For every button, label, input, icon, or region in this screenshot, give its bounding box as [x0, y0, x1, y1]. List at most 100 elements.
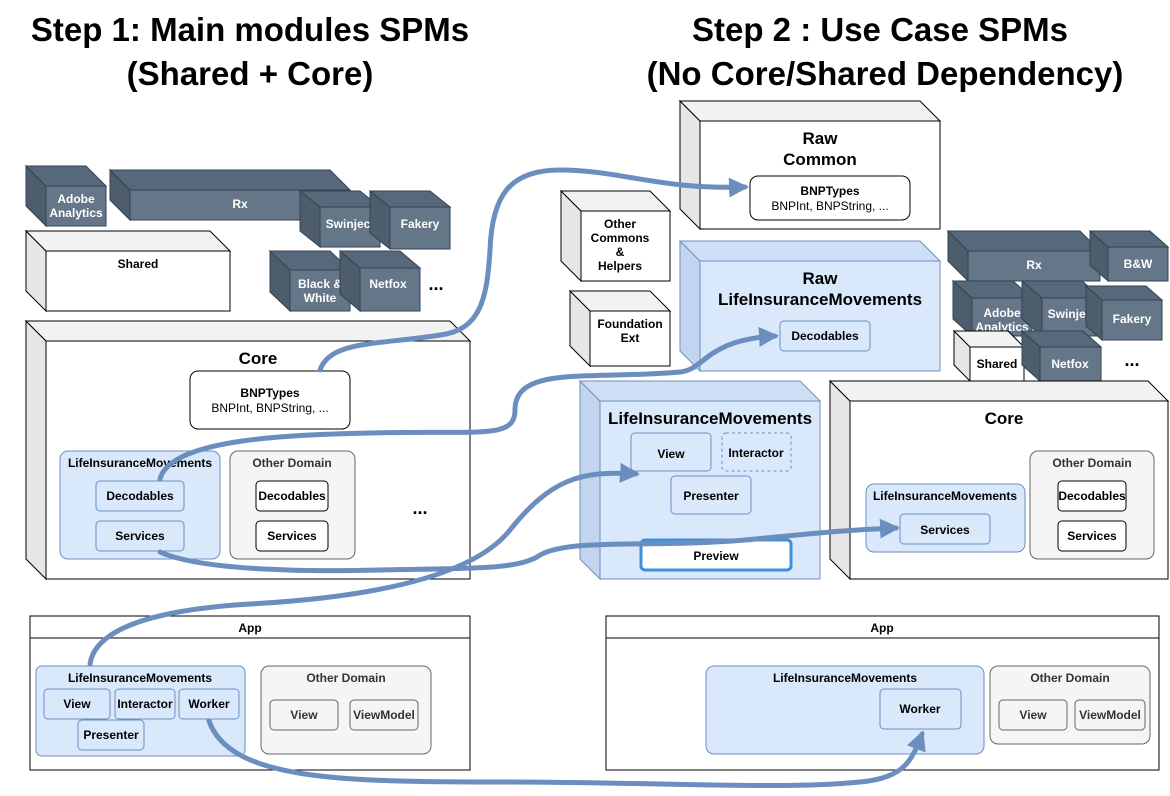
arrow-services — [157, 518, 900, 574]
svg-text:Netfox: Netfox — [369, 277, 407, 291]
app-title-right: App — [870, 621, 893, 635]
step1-title-line2: (Shared + Core) — [127, 55, 374, 92]
svg-text:White: White — [304, 291, 337, 305]
svg-text:Netfox: Netfox — [1051, 357, 1089, 371]
svg-text:Shared: Shared — [977, 357, 1018, 371]
svg-text:B&W: B&W — [1124, 257, 1153, 271]
svg-text:BNPTypes: BNPTypes — [800, 184, 859, 198]
svg-text:Other: Other — [604, 217, 636, 231]
raw-lim-module: Raw LifeInsuranceMovements Decodables — [678, 239, 942, 373]
core-title-right: Core — [985, 409, 1024, 428]
svg-text:Commons: Commons — [591, 231, 650, 245]
svg-text:Rx: Rx — [1026, 258, 1042, 272]
lim-decodables-left: Decodables — [106, 489, 174, 503]
svg-text:Helpers: Helpers — [598, 259, 642, 273]
lib-swinject-left: Swinject — [298, 189, 382, 249]
svg-text:Raw: Raw — [803, 269, 839, 288]
app-worker-right: Worker — [899, 702, 940, 716]
lib-fakery-left: Fakery — [368, 189, 452, 251]
app-other-view-right: View — [1019, 708, 1047, 722]
svg-text:Fakery: Fakery — [401, 217, 440, 231]
svg-text:Raw: Raw — [803, 129, 839, 148]
svg-text:&: & — [616, 245, 625, 259]
bnptypes-box-left: BNPTypes BNPInt, BNPString, ... — [189, 370, 351, 430]
raw-lim-decodables: Decodables — [791, 329, 859, 343]
app-lim-right: LifeInsuranceMovements Worker — [705, 665, 985, 755]
svg-text:BNPInt, BNPString, ...: BNPInt, BNPString, ... — [211, 401, 328, 415]
app-interactor-left: Interactor — [117, 697, 173, 711]
usecase-interactor: Interactor — [728, 446, 784, 460]
lib-rx-right: Rx — [946, 229, 1102, 283]
arrow-bnptypes — [317, 167, 749, 373]
arrow-view — [87, 462, 640, 667]
usecase-view: View — [657, 447, 685, 461]
arrow-worker — [206, 718, 926, 789]
svg-text:Fakery: Fakery — [1113, 312, 1152, 326]
lim-usecase-module: LifeInsuranceMovements View Interactor P… — [578, 379, 822, 581]
svg-text:Swinject: Swinject — [326, 217, 375, 231]
app-other-domain-right: Other Domain View ViewModel — [989, 665, 1151, 745]
svg-text:Adobe: Adobe — [983, 306, 1021, 320]
other-domain-left: Other Domain Decodables Services — [229, 450, 356, 560]
svg-text:Other Domain: Other Domain — [1052, 456, 1131, 470]
lib-adobe-analytics-right: Adobe Analytics — [951, 279, 1034, 338]
lib-shared-left: Shared — [24, 229, 232, 313]
core-title-left: Core — [239, 349, 278, 368]
other-commons-helpers: Other Commons & Helpers — [559, 189, 672, 283]
bnptypes-box-right: BNPTypes BNPInt, BNPString, ... — [749, 175, 911, 221]
other-services-left: Services — [267, 529, 317, 543]
lim-domain-right: LifeInsuranceMovements Services — [865, 483, 1026, 553]
other-services-right: Services — [1067, 529, 1117, 543]
svg-text:LifeInsuranceMovements: LifeInsuranceMovements — [773, 671, 917, 685]
other-decodables-left: Decodables — [258, 489, 326, 503]
usecase-presenter: Presenter — [683, 489, 739, 503]
migration-arrows — [87, 167, 926, 789]
other-domain-right: Other Domain Decodables Services — [1029, 450, 1155, 560]
lib-bw-right: B&W — [1088, 229, 1170, 283]
lim-services-right: Services — [920, 523, 970, 537]
lib-adobe-analytics-left: Adobe Analytics — [24, 164, 108, 228]
svg-text:LifeInsuranceMovements: LifeInsuranceMovements — [68, 456, 212, 470]
step2-title-line1: Step 2 : Use Case SPMs — [692, 11, 1068, 48]
svg-text:LifeInsuranceMovements: LifeInsuranceMovements — [873, 489, 1017, 503]
arrow-decodables — [157, 326, 779, 482]
lib-fakery-right: Fakery — [1084, 284, 1164, 342]
step1-title-line1: Step 1: Main modules SPMs — [31, 11, 469, 48]
app-other-viewmodel-left: ViewModel — [353, 708, 415, 722]
svg-text:Other Domain: Other Domain — [1030, 671, 1109, 685]
svg-text:Rx: Rx — [232, 197, 248, 211]
svg-text:LifeInsuranceMovements: LifeInsuranceMovements — [608, 409, 812, 428]
ellipsis-libs-right: ... — [1124, 350, 1139, 370]
svg-text:Shared: Shared — [118, 257, 159, 271]
lib-black-white-left: Black & White — [268, 249, 352, 313]
svg-text:Swinject: Swinject — [1048, 307, 1097, 321]
lim-services-left: Services — [115, 529, 165, 543]
lib-netfox-right: Netfox — [1020, 329, 1103, 383]
svg-text:Common: Common — [783, 150, 857, 169]
foundation-ext: Foundation Ext — [568, 289, 672, 368]
app-worker-left: Worker — [188, 697, 229, 711]
svg-text:BNPInt, BNPString, ...: BNPInt, BNPString, ... — [771, 199, 888, 213]
ellipsis-core-left: ... — [412, 498, 427, 518]
app-lim-left: LifeInsuranceMovements View Interactor W… — [35, 665, 246, 757]
app-presenter-left: Presenter — [83, 728, 139, 742]
app-other-domain-left: Other Domain View ViewModel — [260, 665, 432, 755]
svg-text:LifeInsuranceMovements: LifeInsuranceMovements — [718, 290, 922, 309]
svg-text:Other Domain: Other Domain — [252, 456, 331, 470]
svg-text:LifeInsuranceMovements: LifeInsuranceMovements — [68, 671, 212, 685]
svg-text:Adobe: Adobe — [57, 192, 95, 206]
svg-text:Analytics: Analytics — [49, 206, 103, 220]
ellipsis-libs-left: ... — [428, 274, 443, 294]
other-decodables-right: Decodables — [1058, 489, 1126, 503]
lib-shared-right: Shared — [952, 329, 1026, 383]
svg-text:Foundation: Foundation — [597, 317, 662, 331]
svg-text:Other Domain: Other Domain — [306, 671, 385, 685]
lim-domain-left: LifeInsuranceMovements Decodables Servic… — [59, 450, 221, 560]
lib-netfox-left: Netfox — [338, 249, 422, 313]
svg-text:BNPTypes: BNPTypes — [240, 386, 299, 400]
app-other-view-left: View — [290, 708, 318, 722]
svg-text:Ext: Ext — [621, 331, 640, 345]
usecase-preview: Preview — [693, 549, 739, 563]
app-title-left: App — [238, 621, 261, 635]
